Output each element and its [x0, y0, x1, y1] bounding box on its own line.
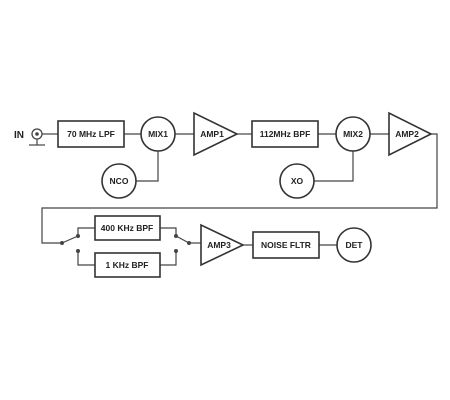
- block-mix1: MIX1: [140, 116, 176, 152]
- wire-amp2-to-switch: [41, 133, 438, 244]
- switch-left-contact-b: [76, 249, 80, 253]
- block-bpf400k-label: 400 KHz BPF: [101, 223, 153, 233]
- switch-right-contact-a: [174, 234, 178, 238]
- block-amp1: AMP1: [193, 111, 239, 157]
- block-mix2: MIX2: [335, 116, 371, 152]
- block-bpf1k-label: 1 KHz BPF: [106, 260, 149, 270]
- block-noise-filter: NOISE FLTR: [252, 231, 320, 259]
- block-xo-label: XO: [291, 176, 304, 186]
- block-amp1-label: AMP1: [200, 129, 224, 139]
- input-connector: IN: [14, 128, 45, 146]
- wire-switch-bpf400k-in: [77, 227, 95, 236]
- block-amp2-label: AMP2: [395, 129, 419, 139]
- block-det: DET: [336, 227, 372, 263]
- block-mix2-label: MIX2: [343, 129, 363, 139]
- block-bpf112-label: 112MHz BPF: [260, 129, 311, 139]
- block-bpf112: 112MHz BPF: [251, 120, 319, 148]
- block-bpf1k: 1 KHz BPF: [94, 252, 161, 278]
- switch-left-blade: [61, 235, 79, 244]
- connector-pin-icon: [35, 132, 39, 136]
- wire-switch-bpf1k-in: [77, 251, 95, 266]
- block-lpf-label: 70 MHz LPF: [67, 129, 115, 139]
- input-label: IN: [14, 130, 24, 141]
- block-nco-label: NCO: [110, 176, 129, 186]
- switch-right-common: [187, 241, 191, 245]
- wire-nco-mix1: [136, 151, 159, 182]
- wire-bpf400k-out: [160, 227, 177, 236]
- block-noise-filter-label: NOISE FLTR: [261, 240, 311, 250]
- wire-xo-mix2: [314, 151, 354, 182]
- block-amp2: AMP2: [388, 111, 433, 157]
- block-bpf400k: 400 KHz BPF: [94, 215, 161, 241]
- switch-left-contact-a: [76, 234, 80, 238]
- switch-right-contact-b: [174, 249, 178, 253]
- block-xo: XO: [279, 163, 315, 199]
- wires: [41, 133, 438, 266]
- block-det-label: DET: [346, 240, 364, 250]
- switch-left-common: [60, 241, 64, 245]
- block-amp3: AMP3: [200, 223, 245, 267]
- switch-contacts: [60, 234, 191, 253]
- switch-right-blade: [175, 235, 190, 244]
- block-mix1-label: MIX1: [148, 129, 168, 139]
- block-lpf: 70 MHz LPF: [57, 120, 125, 148]
- block-nco: NCO: [101, 163, 137, 199]
- wire-bpf1k-out: [160, 251, 177, 266]
- block-amp3-label: AMP3: [207, 240, 231, 250]
